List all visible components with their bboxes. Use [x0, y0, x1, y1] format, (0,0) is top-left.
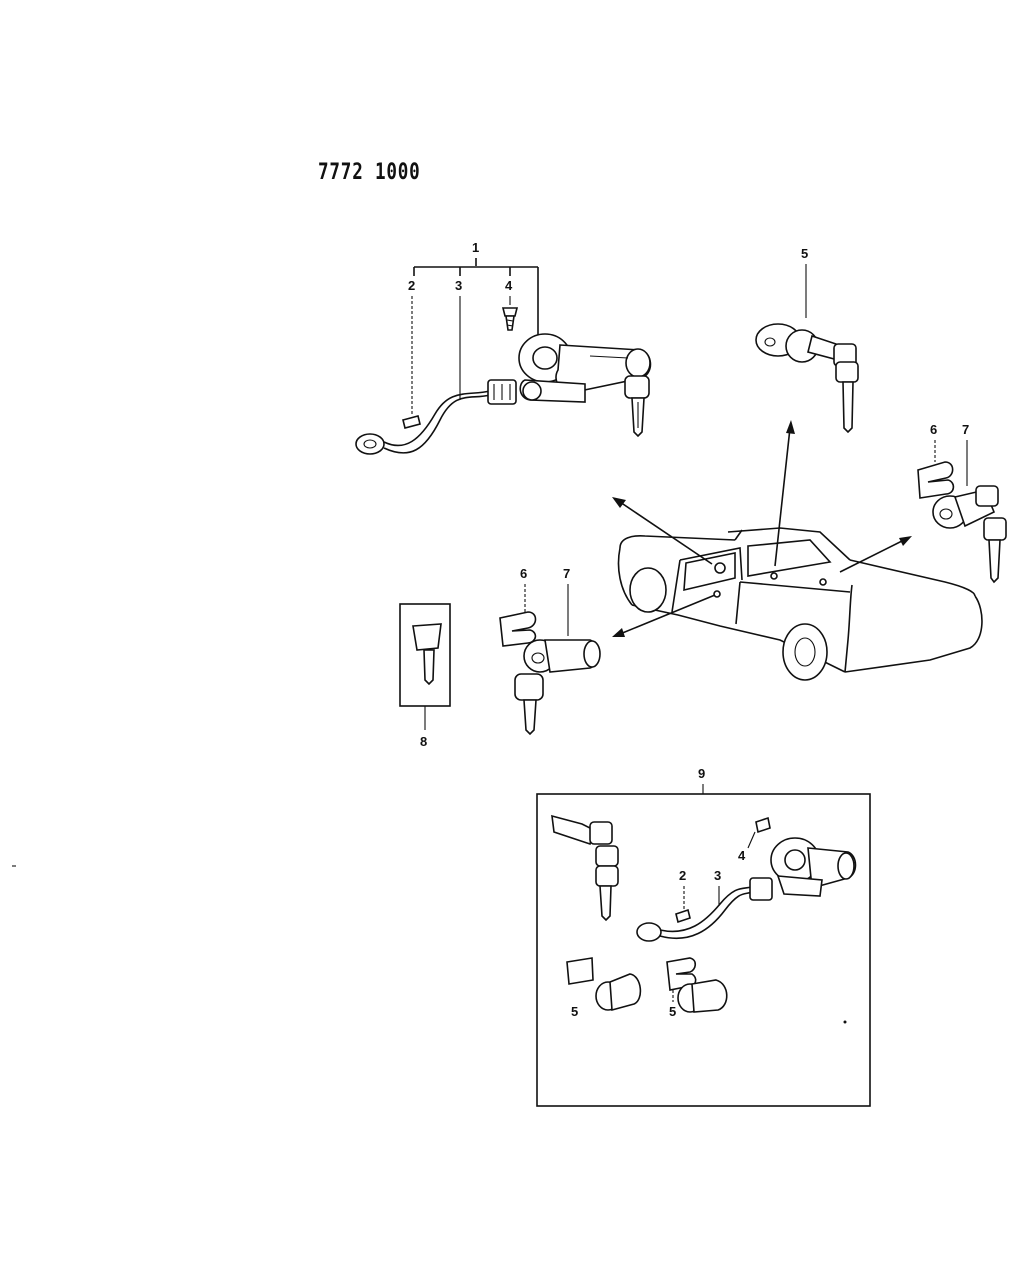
callout-5-kit-right: 5 [669, 1004, 676, 1019]
callout-5-kit-left: 5 [571, 1004, 578, 1019]
callout-3: 3 [455, 278, 462, 293]
lock-set-kit-box: 9 4 2 [536, 766, 871, 1107]
screw-icon [501, 307, 519, 331]
key-blank-box: 8 [399, 603, 451, 749]
callout-6-right: 6 [930, 422, 937, 437]
door-lock-cylinder-icon [755, 323, 859, 434]
lock-clip-icon [566, 957, 594, 985]
wire-harness-icon [636, 877, 773, 942]
callout-7-right: 7 [962, 422, 969, 437]
callout-4: 4 [505, 278, 513, 293]
callout-2-kit: 2 [679, 868, 686, 883]
callout-8: 8 [420, 734, 427, 749]
door-lock-cylinder-icon [514, 639, 601, 736]
key-icon [412, 623, 442, 686]
callout-5-tailgate: 5 [801, 246, 808, 261]
key-icon [551, 814, 619, 922]
door-lock-cylinder-icon [932, 485, 1007, 584]
callout-3-kit: 3 [714, 868, 721, 883]
door-lock-cylinder-icon [677, 979, 728, 1013]
wire-harness-icon [355, 379, 517, 455]
pickup-truck-icon [617, 527, 983, 681]
callout-9: 9 [698, 766, 705, 781]
callout-group-1: 1 2 3 4 [408, 240, 539, 416]
key-icon [624, 375, 650, 438]
leader-arrows [612, 420, 912, 637]
callout-1: 1 [472, 240, 479, 255]
callout-2: 2 [408, 278, 415, 293]
screw-icon [755, 816, 771, 834]
callout-6-left: 6 [520, 566, 527, 581]
lock-clip-icon [499, 611, 537, 647]
ignition-switch-icon [518, 333, 652, 403]
callout-7-left: 7 [563, 566, 570, 581]
diagram-number: 7772 1000 [318, 160, 421, 185]
lock-clip-icon [917, 461, 955, 499]
door-lock-cylinder-icon [595, 973, 642, 1012]
pin-icon [402, 415, 421, 429]
callout-4-kit: 4 [738, 848, 746, 863]
pin-icon [675, 908, 691, 924]
ignition-switch-icon [770, 837, 857, 897]
